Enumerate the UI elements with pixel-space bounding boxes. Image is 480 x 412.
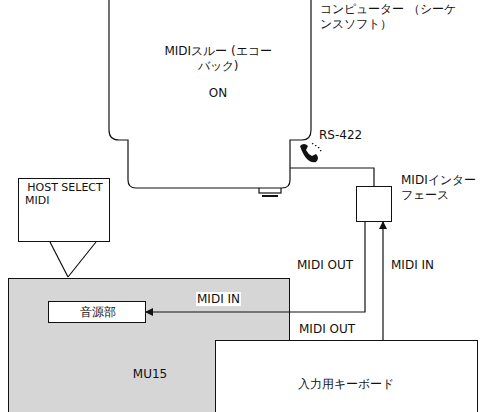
- switch-state: ON: [203, 86, 233, 101]
- port-name: MIDI OUT: [298, 322, 356, 336]
- computer-outline: コンピューター （シーケンスソフト）MIDIスルー (エコーバック)ON: [108, 0, 312, 188]
- port-name: MIDI IN: [390, 258, 435, 272]
- interface-label: MIDIインターフェース: [401, 173, 480, 203]
- function-label: MIDIスルー (エコーバック): [163, 44, 273, 74]
- module-box: 音源部: [48, 301, 146, 323]
- keyboard-name: 入力用キーボード: [256, 377, 436, 392]
- callout-box: HOST SELECTMIDI: [18, 178, 110, 242]
- port-name: MIDI IN: [196, 292, 241, 306]
- phone-icon: [300, 143, 322, 162]
- leader-line: [50, 242, 68, 277]
- device-title: コンピューター （シーケンスソフト）: [320, 2, 460, 32]
- leader-line: [68, 242, 96, 277]
- device-name: MU15: [9, 367, 291, 382]
- cable: [146, 222, 365, 312]
- port-name: MIDI OUT: [296, 258, 354, 272]
- keyboard-box: 入力用キーボード: [215, 340, 478, 412]
- cable: [290, 168, 374, 186]
- switch-position: MIDI: [25, 194, 65, 208]
- cable-name: RS-422: [318, 128, 363, 142]
- module-name: 音源部: [49, 305, 147, 320]
- callout-title: HOST SELECT: [19, 181, 111, 195]
- interface-box: MIDIインターフェース: [356, 186, 392, 222]
- cable: [382, 222, 383, 340]
